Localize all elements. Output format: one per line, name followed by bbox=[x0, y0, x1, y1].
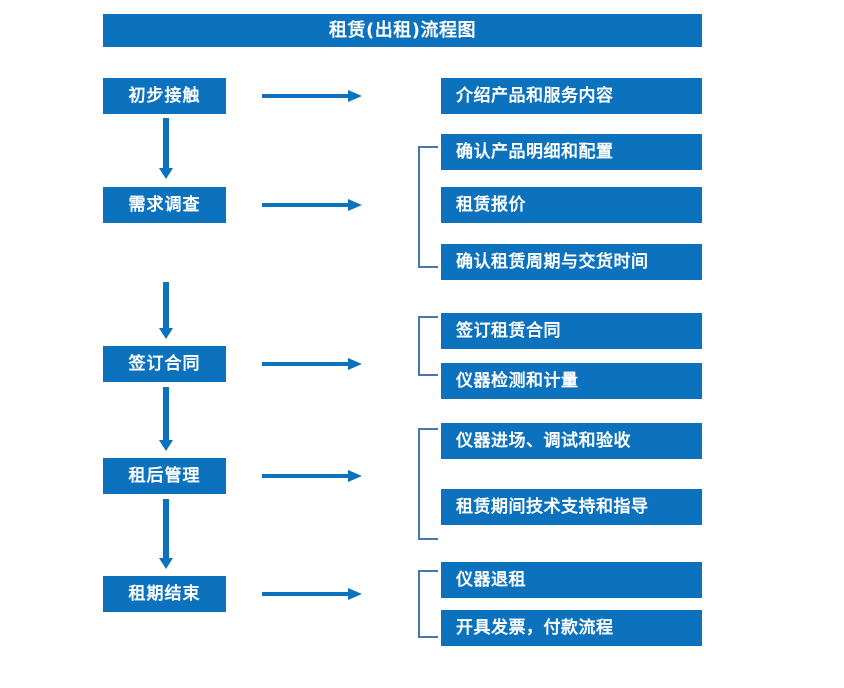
detail-box-6[interactable]: 仪器检测和计量 bbox=[441, 363, 702, 399]
flowchart-title-banner: 租赁(出租)流程图 bbox=[103, 14, 702, 47]
right-arrow-3-shaft bbox=[262, 362, 350, 366]
group-bracket-management bbox=[418, 428, 438, 540]
down-arrow-3-head bbox=[159, 440, 173, 451]
detail-label-9: 仪器退租 bbox=[456, 569, 526, 590]
detail-label-5: 签订租赁合同 bbox=[456, 320, 561, 341]
down-arrow-2-head bbox=[159, 328, 173, 339]
detail-box-10[interactable]: 开具发票，付款流程 bbox=[441, 610, 702, 646]
detail-box-3[interactable]: 租赁报价 bbox=[441, 187, 702, 223]
detail-label-2: 确认产品明细和配置 bbox=[456, 141, 614, 162]
group-bracket-requirements bbox=[418, 146, 438, 268]
detail-box-4[interactable]: 确认租赁周期与交货时间 bbox=[441, 244, 702, 280]
stage-label-2: 需求调查 bbox=[128, 194, 201, 215]
right-arrow-2 bbox=[262, 197, 362, 213]
right-arrow-3 bbox=[262, 356, 362, 372]
right-arrow-5 bbox=[262, 586, 362, 602]
group-bracket-termination bbox=[418, 570, 438, 638]
down-arrow-4-head bbox=[159, 558, 173, 569]
stage-label-4: 租后管理 bbox=[128, 465, 201, 486]
stage-box-4[interactable]: 租后管理 bbox=[103, 458, 226, 494]
stage-label-1: 初步接触 bbox=[128, 85, 201, 106]
right-arrow-2-shaft bbox=[262, 203, 350, 207]
detail-label-8: 租赁期间技术支持和指导 bbox=[456, 496, 649, 517]
right-arrow-4 bbox=[262, 468, 362, 484]
detail-box-1[interactable]: 介绍产品和服务内容 bbox=[441, 78, 702, 114]
detail-label-7: 仪器进场、调试和验收 bbox=[456, 430, 631, 451]
right-arrow-4-shaft bbox=[262, 474, 350, 478]
stage-label-5: 租期结束 bbox=[128, 583, 201, 604]
detail-label-10: 开具发票，付款流程 bbox=[456, 617, 614, 638]
group-bracket-contract bbox=[418, 316, 438, 376]
page-title: 租赁(出租)流程图 bbox=[329, 19, 476, 41]
down-arrow-3-shaft bbox=[163, 387, 169, 440]
down-arrow-3 bbox=[158, 387, 174, 452]
right-arrow-1 bbox=[262, 88, 362, 104]
right-arrow-3-head bbox=[348, 358, 362, 370]
right-arrow-4-head bbox=[348, 470, 362, 482]
right-arrow-5-shaft bbox=[262, 592, 350, 596]
detail-box-5[interactable]: 签订租赁合同 bbox=[441, 313, 702, 349]
stage-box-2[interactable]: 需求调查 bbox=[103, 187, 226, 223]
down-arrow-1-shaft bbox=[163, 118, 169, 168]
detail-box-2[interactable]: 确认产品明细和配置 bbox=[441, 134, 702, 170]
down-arrow-1 bbox=[158, 118, 174, 180]
right-arrow-1-head bbox=[348, 90, 362, 102]
stage-box-3[interactable]: 签订合同 bbox=[103, 346, 226, 382]
stage-box-1[interactable]: 初步接触 bbox=[103, 78, 226, 114]
right-arrow-2-head bbox=[348, 199, 362, 211]
down-arrow-4 bbox=[158, 499, 174, 570]
detail-label-3: 租赁报价 bbox=[456, 194, 526, 215]
stage-label-3: 签订合同 bbox=[128, 353, 201, 374]
down-arrow-2 bbox=[158, 282, 174, 340]
detail-box-9[interactable]: 仪器退租 bbox=[441, 562, 702, 598]
detail-box-8[interactable]: 租赁期间技术支持和指导 bbox=[441, 489, 702, 525]
down-arrow-1-head bbox=[159, 168, 173, 179]
detail-label-4: 确认租赁周期与交货时间 bbox=[456, 251, 649, 272]
down-arrow-2-shaft bbox=[163, 282, 169, 328]
detail-label-6: 仪器检测和计量 bbox=[456, 370, 579, 391]
right-arrow-5-head bbox=[348, 588, 362, 600]
down-arrow-4-shaft bbox=[163, 499, 169, 558]
detail-box-7[interactable]: 仪器进场、调试和验收 bbox=[441, 423, 702, 459]
detail-label-1: 介绍产品和服务内容 bbox=[456, 85, 614, 106]
stage-box-5[interactable]: 租期结束 bbox=[103, 576, 226, 612]
right-arrow-1-shaft bbox=[262, 94, 350, 98]
